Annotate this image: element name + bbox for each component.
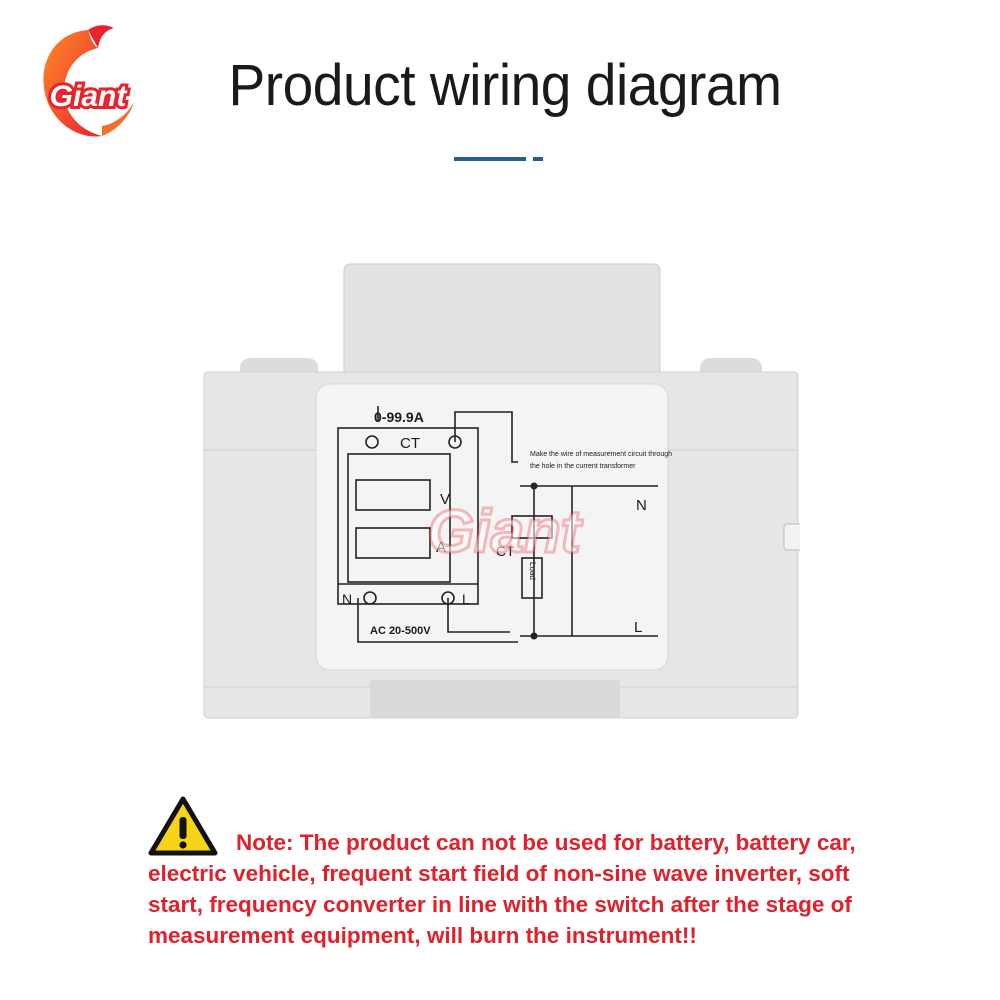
wiring-schematic [337,406,658,643]
label-meter-v: V [440,491,450,508]
label-supply: AC 20-500V [370,625,431,637]
wire-connector [783,523,800,551]
note-line-2: electric vehicle, frequent start field o… [148,861,850,886]
label-terminal-l: L [462,591,470,607]
logo-watermark: Giant [427,498,583,565]
label-load: Load [528,562,537,580]
label-meter-a: A [436,539,446,556]
terminal-n [363,591,377,605]
logo-text: Giant [50,80,129,113]
label-ct-right: CT [496,543,515,559]
terminal-l [441,591,455,605]
terminal-ct-left [365,435,379,449]
warning-text: Note: The product can not be used for ba… [148,827,908,951]
logo-fish-icon [43,30,102,137]
page-title: Product wiring diagram [228,53,782,118]
title-underline-dot [533,157,543,161]
terminal-ct-right [448,435,462,449]
din-rail-meter: 0-99.9A CT V A CT N L AC 20-500V Make th… [203,263,800,719]
title-underline [454,157,526,161]
note-line-1: Note: The product can not be used for ba… [236,830,856,855]
wiring-label [315,383,669,671]
brand-logo: Giant [43,25,134,137]
label-line-n: N [636,497,647,514]
meter-top-block [343,263,661,383]
note-line-4: measurement equipment, will burn the ins… [148,923,697,948]
label-line-l: L [634,619,642,636]
label-instruction-1: Make the wire of measurement circuit thr… [530,451,672,458]
note-line-3: start, frequency converter in line with … [148,892,852,917]
warning-icon [148,796,218,856]
label-current-range: 0-99.9A [374,409,424,425]
label-terminal-n: N [342,591,352,607]
label-ct-left: CT [400,435,420,452]
label-instruction-2: the hole in the current transformer [530,463,636,470]
